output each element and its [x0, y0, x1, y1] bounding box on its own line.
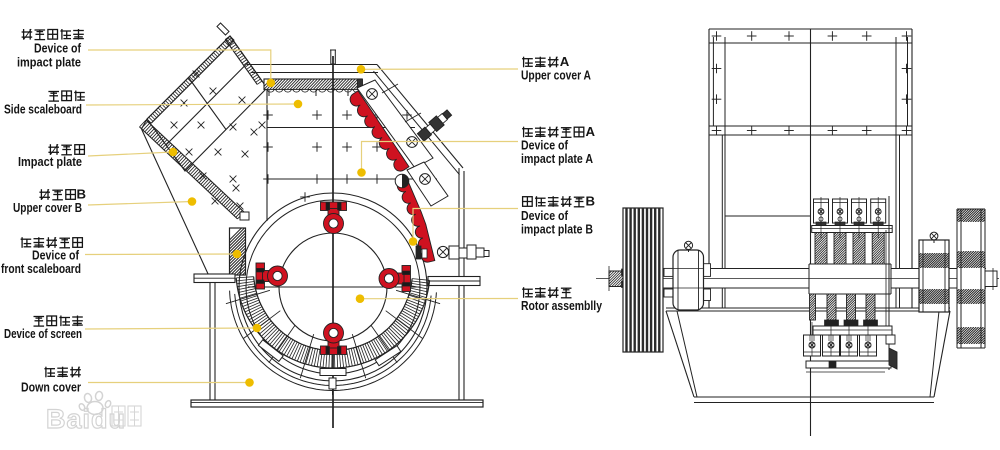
svg-text:Device of: Device of — [34, 41, 81, 56]
svg-text:Side scaleboard: Side scaleboard — [4, 102, 82, 117]
svg-text:Impact plate: Impact plate — [18, 154, 82, 169]
svg-text:B: B — [586, 194, 596, 209]
svg-text:Rotor assemblly: Rotor assemblly — [521, 298, 603, 313]
svg-text:impact plate A: impact plate A — [521, 151, 593, 166]
svg-text:Device of: Device of — [521, 208, 568, 223]
svg-text:impact plate: impact plate — [17, 55, 81, 70]
svg-text:Down cover: Down cover — [21, 380, 81, 395]
svg-text:A: A — [586, 124, 596, 139]
svg-text:front scaleboard: front scaleboard — [1, 261, 81, 276]
svg-text:Upper cover B: Upper cover B — [13, 200, 82, 215]
svg-text:Device of: Device of — [521, 138, 568, 153]
svg-text:Upper cover A: Upper cover A — [521, 68, 591, 83]
svg-text:Baidu: Baidu — [46, 404, 126, 434]
svg-text:impact plate B: impact plate B — [521, 222, 593, 237]
svg-text:Device of: Device of — [32, 248, 79, 263]
svg-text:Device of screen: Device of screen — [4, 326, 82, 341]
svg-text:B: B — [76, 187, 86, 202]
svg-text:A: A — [560, 54, 570, 69]
